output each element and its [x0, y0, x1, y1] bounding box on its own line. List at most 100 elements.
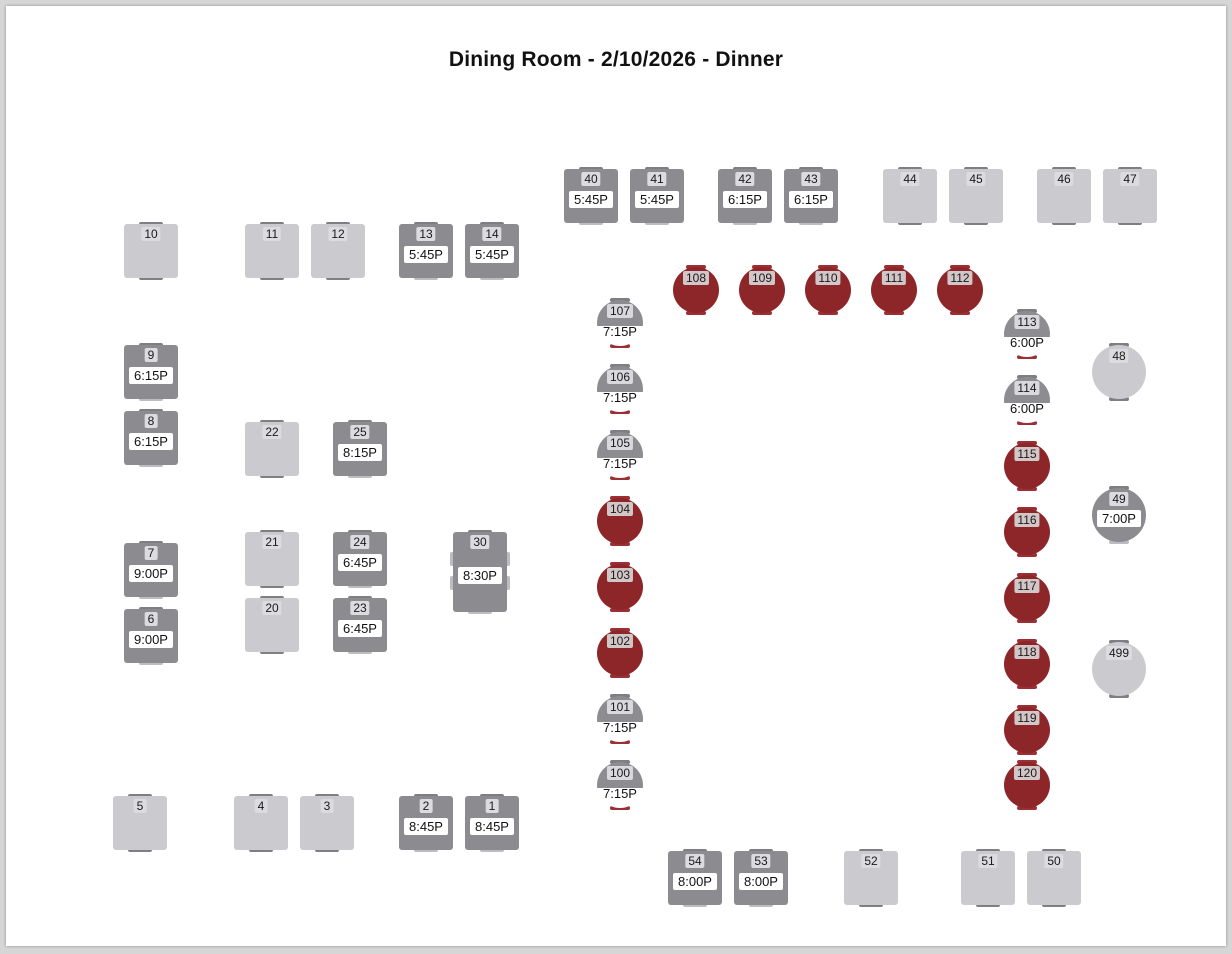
table-51[interactable]: 51 [961, 851, 1015, 905]
table-number: 25 [350, 425, 370, 439]
table-10[interactable]: 10 [124, 224, 178, 278]
table-109[interactable]: 109 [739, 267, 785, 313]
chair-bottom-118 [1017, 685, 1037, 689]
table-number: 119 [1014, 711, 1040, 725]
table-103[interactable]: 103 [597, 564, 643, 610]
chair-bottom-120 [1017, 806, 1037, 810]
table-118[interactable]: 118 [1004, 641, 1050, 687]
chair-bottom-8 [139, 463, 163, 467]
table-number: 46 [1054, 172, 1074, 186]
chair-side-30-L1 [450, 576, 455, 590]
table-117[interactable]: 117 [1004, 575, 1050, 621]
reservation-time: 6:15P [129, 367, 173, 384]
chair-bottom-107 [610, 344, 630, 348]
table-47[interactable]: 47 [1103, 169, 1157, 223]
table-120[interactable]: 120 [1004, 762, 1050, 808]
table-number: 14 [482, 227, 502, 241]
table-number: 3 [320, 799, 334, 813]
chair-bottom-14 [480, 276, 504, 280]
table-499[interactable]: 499 [1092, 642, 1146, 696]
table-111[interactable]: 111 [871, 267, 917, 313]
table-number: 5 [133, 799, 147, 813]
chair-bottom-3 [315, 848, 339, 852]
reservation-time: 6:15P [129, 433, 173, 450]
table-102[interactable]: 102 [597, 630, 643, 676]
table-number: 12 [328, 227, 348, 241]
table-112[interactable]: 112 [937, 267, 983, 313]
table-number: 114 [1014, 381, 1040, 395]
table-number: 2 [419, 799, 433, 813]
table-5[interactable]: 5 [113, 796, 167, 850]
table-50[interactable]: 50 [1027, 851, 1081, 905]
table-116[interactable]: 116 [1004, 509, 1050, 555]
chair-bottom-6 [139, 661, 163, 665]
table-21[interactable]: 21 [245, 532, 299, 586]
chair-bottom-22 [260, 474, 284, 478]
chair-bottom-44 [898, 221, 922, 225]
table-22[interactable]: 22 [245, 422, 299, 476]
table-number: 8 [144, 414, 158, 428]
table-number: 13 [416, 227, 436, 241]
table-110[interactable]: 110 [805, 267, 851, 313]
table-number: 116 [1014, 513, 1040, 527]
table-113[interactable]: 113 6:00P [1004, 311, 1050, 357]
table-45[interactable]: 45 [949, 169, 1003, 223]
table-4[interactable]: 4 [234, 796, 288, 850]
table-3[interactable]: 3 [300, 796, 354, 850]
reservation-time: 5:45P [569, 191, 613, 208]
table-48[interactable]: 48 [1092, 345, 1146, 399]
chair-bottom-106 [610, 410, 630, 414]
table-46[interactable]: 46 [1037, 169, 1091, 223]
table-number: 113 [1014, 315, 1040, 329]
table-104[interactable]: 104 [597, 498, 643, 544]
chair-bottom-41 [645, 221, 669, 225]
table-12[interactable]: 12 [311, 224, 365, 278]
reservation-time: 8:45P [404, 818, 448, 835]
table-number: 120 [1013, 766, 1041, 780]
table-8[interactable]: 8 6:15P [124, 411, 178, 465]
table-2[interactable]: 2 8:45P [399, 796, 453, 850]
table-20[interactable]: 20 [245, 598, 299, 652]
chair-bottom-116 [1017, 553, 1037, 557]
table-52[interactable]: 52 [844, 851, 898, 905]
reservation-time: 6:00P [1010, 335, 1044, 350]
table-number: 115 [1014, 447, 1040, 461]
chair-bottom-108 [686, 311, 706, 315]
table-115[interactable]: 115 [1004, 443, 1050, 489]
chair-bottom-109 [752, 311, 772, 315]
table-number: 117 [1014, 579, 1040, 593]
table-119[interactable]: 119 [1004, 707, 1050, 753]
chair-bottom-4 [249, 848, 273, 852]
reservation-time: 5:45P [404, 246, 448, 263]
table-number: 54 [685, 854, 705, 868]
table-44[interactable]: 44 [883, 169, 937, 223]
table-11[interactable]: 11 [245, 224, 299, 278]
chair-bottom-110 [818, 311, 838, 315]
chair-bottom-112 [950, 311, 970, 315]
table-108[interactable]: 108 [673, 267, 719, 313]
table-13[interactable]: 13 5:45P [399, 224, 453, 278]
